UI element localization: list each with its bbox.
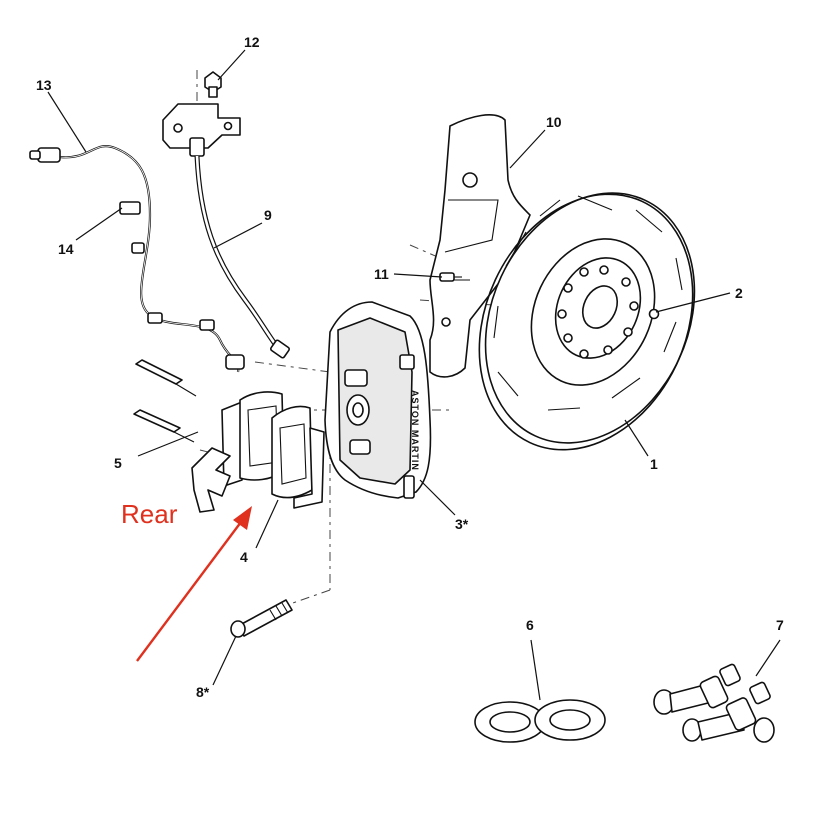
callout-11: 11 bbox=[374, 266, 389, 282]
callout-labels: 1 2 3* 4 5 6 7 8* 9 10 11 12 13 14 bbox=[36, 34, 784, 700]
callout-9: 9 bbox=[264, 207, 272, 223]
callout-10: 10 bbox=[546, 114, 562, 130]
bleed-screws-and-caps bbox=[653, 663, 775, 743]
pad-pins-and-clip bbox=[133, 359, 231, 513]
disc-screw bbox=[648, 308, 660, 320]
callout-leader-lines bbox=[47, 49, 781, 701]
callout-5: 5 bbox=[114, 455, 122, 471]
callout-6: 6 bbox=[526, 617, 534, 633]
callout-12: 12 bbox=[244, 34, 260, 50]
brake-disc bbox=[478, 192, 696, 451]
callout-2: 2 bbox=[735, 285, 743, 301]
callout-1: 1 bbox=[650, 456, 658, 472]
callout-4: 4 bbox=[240, 549, 248, 565]
brake-hose-bracket bbox=[162, 71, 291, 359]
rear-annotation-label: Rear bbox=[121, 499, 178, 529]
rear-annotation-arrow bbox=[136, 506, 252, 662]
caliper-mounting-bolt bbox=[230, 599, 293, 638]
disc-slots bbox=[493, 195, 683, 411]
caliper-brand-text: ASTON MARTIN bbox=[410, 390, 420, 471]
callout-14: 14 bbox=[58, 241, 74, 257]
callout-13: 13 bbox=[36, 77, 52, 93]
seal-rings bbox=[474, 699, 606, 743]
callout-7: 7 bbox=[776, 617, 784, 633]
callout-8: 8* bbox=[196, 684, 210, 700]
abs-sensor-harness bbox=[29, 145, 245, 373]
dust-shield bbox=[429, 114, 531, 378]
callout-3: 3* bbox=[455, 516, 469, 532]
wheel-bolt-holes bbox=[557, 265, 639, 359]
brake-caliper: ASTON MARTIN bbox=[324, 301, 432, 499]
brake-pads bbox=[221, 391, 325, 509]
